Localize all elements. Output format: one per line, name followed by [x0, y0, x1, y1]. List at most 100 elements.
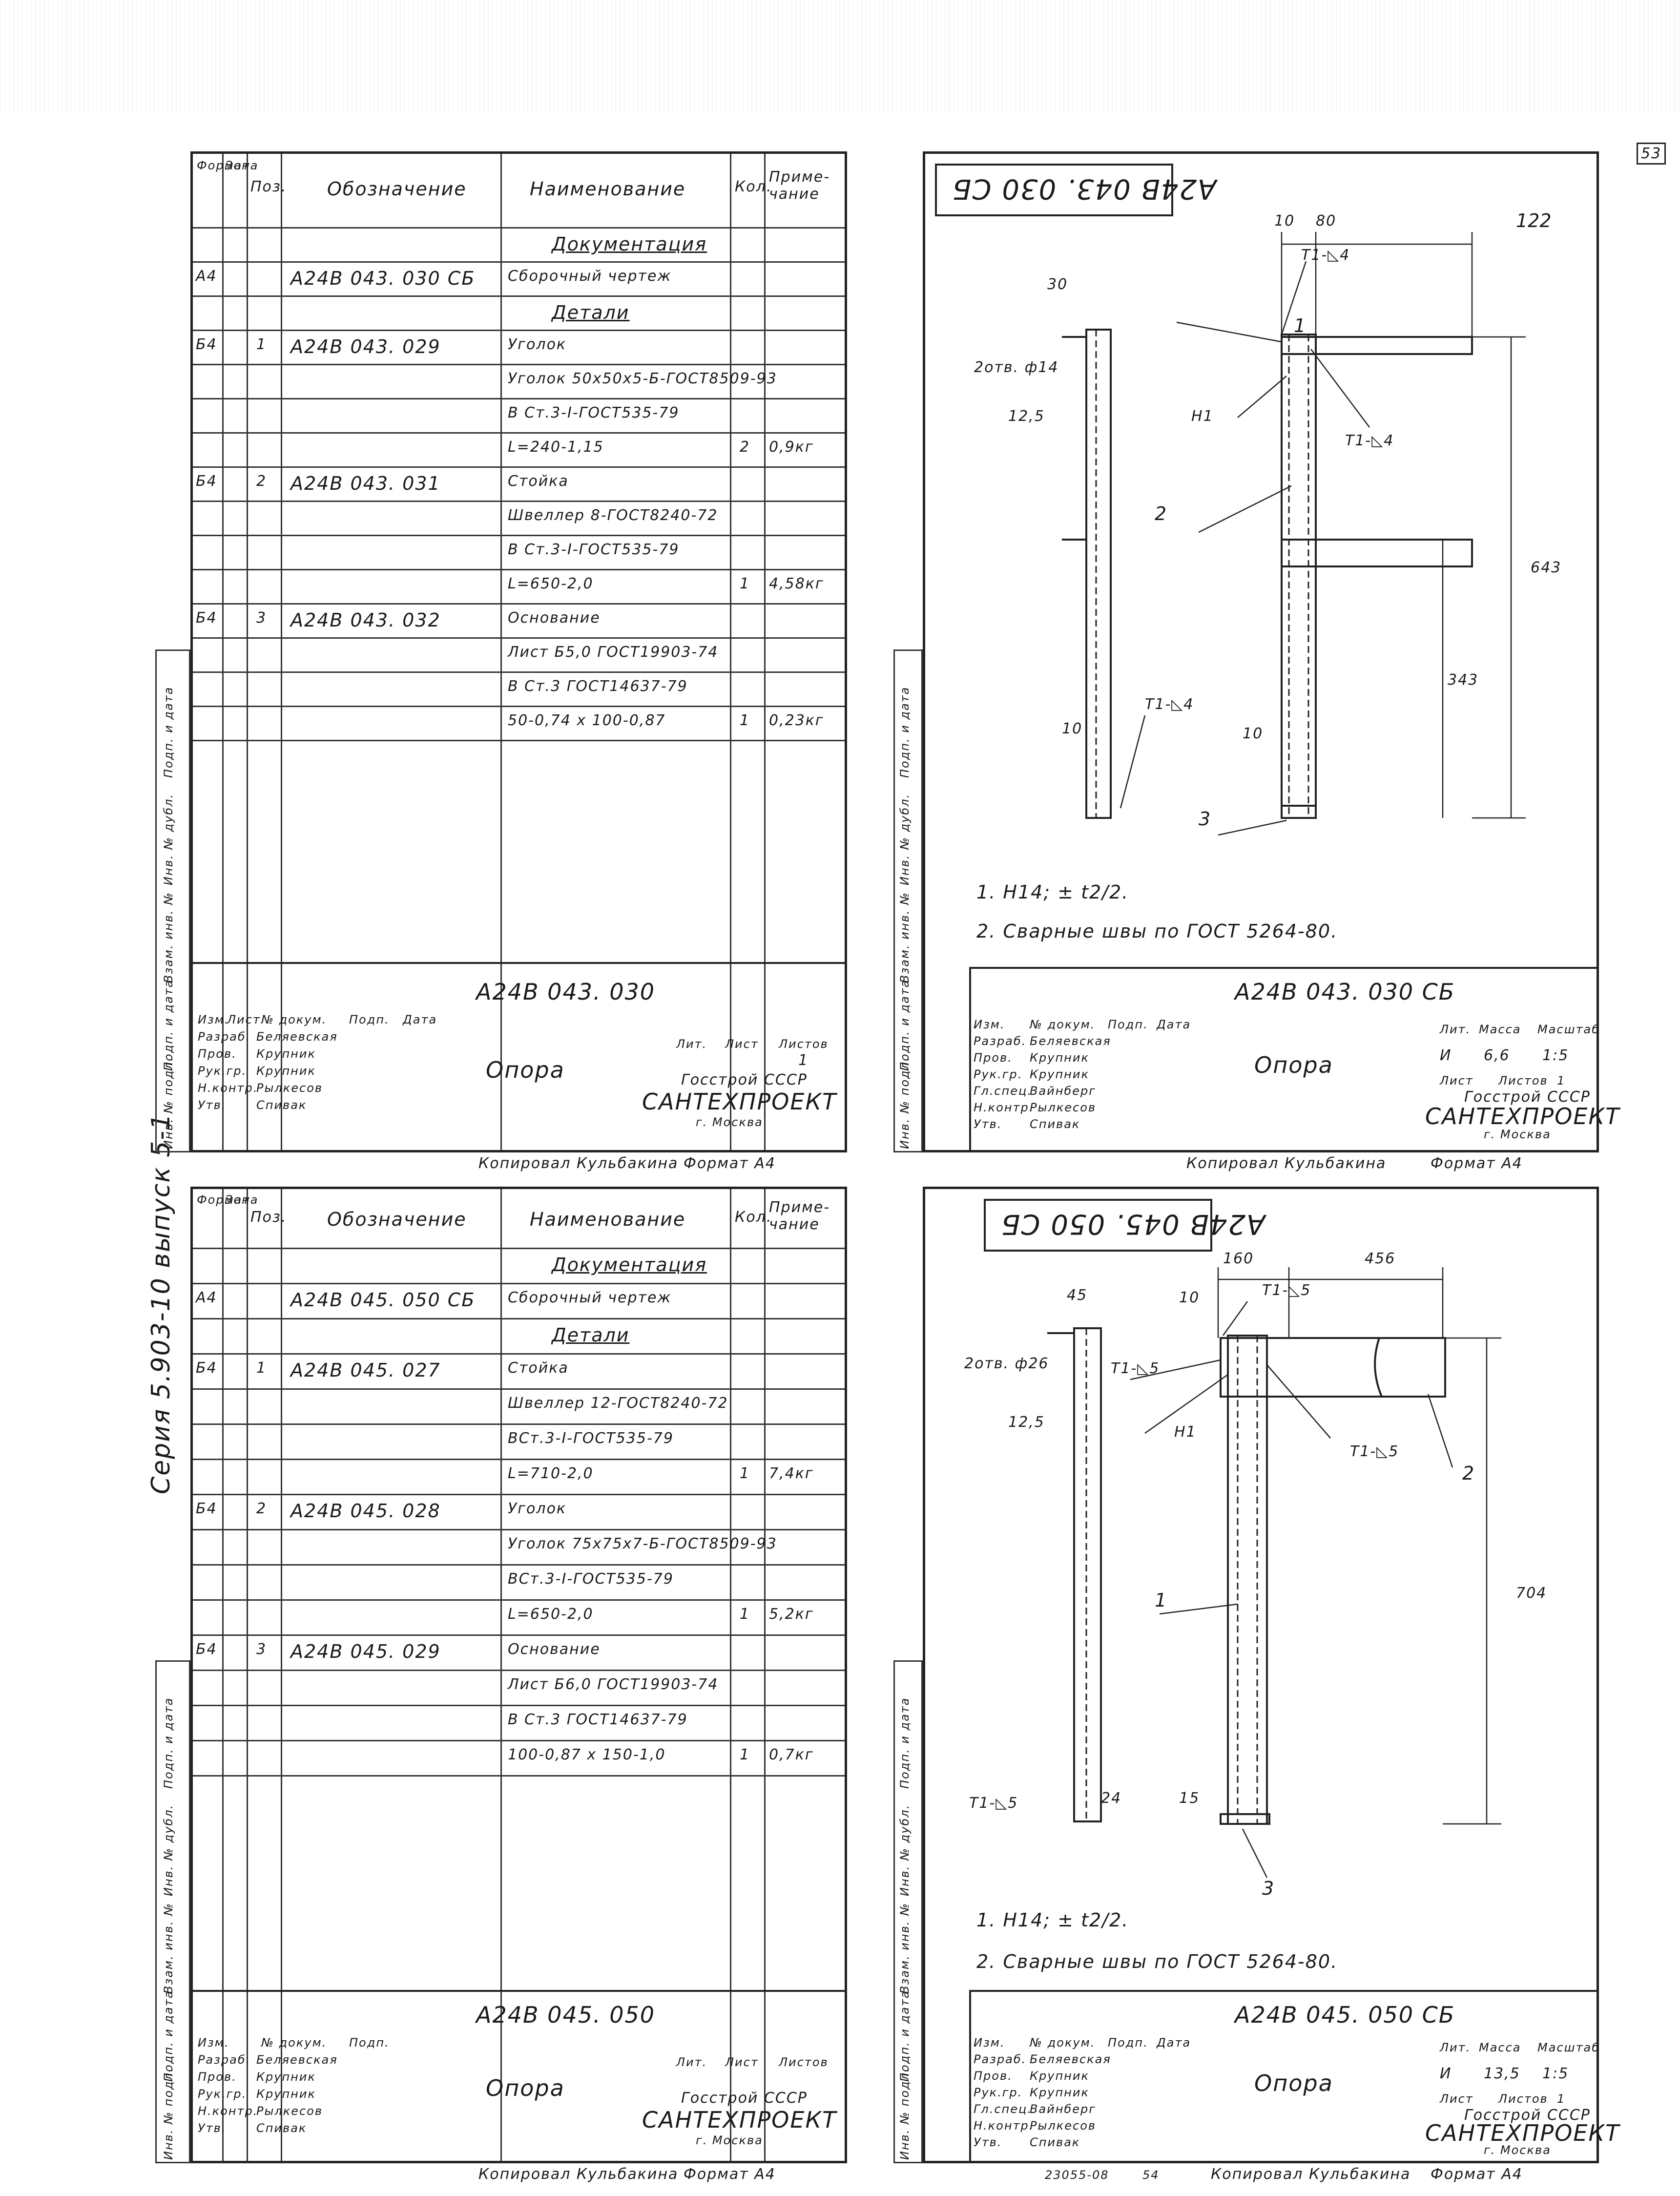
dim-15: 15 — [1179, 1790, 1200, 1807]
weld-mark: Т1-◺4 — [1301, 247, 1350, 264]
header-note: Приме-чание — [769, 168, 830, 203]
spec-name-cell: Основание — [508, 609, 601, 627]
dim-10: 10 — [1243, 725, 1264, 742]
drawing-signers-bottom: Изм. № докум. Подп. Дата Разраб. Беляевс… — [971, 2036, 1201, 2173]
dim-704: 704 — [1516, 1585, 1547, 1602]
strip-label: Подп. и дата — [162, 1697, 175, 1789]
dim-643: 643 — [1531, 559, 1562, 576]
label-sign: Подп. — [1108, 2036, 1148, 2050]
rotated-title-box: А24В 043. 030 СБ — [935, 164, 1216, 216]
spec-name-cell: L=710-2,0 — [508, 1465, 594, 1482]
spec-name-cell: Лист Б5,0 ГОСТ19903-74 — [508, 644, 719, 661]
spec-row: В Ст.3 ГОСТ14637-79 — [193, 671, 845, 707]
spec-qty: 1 — [740, 575, 750, 592]
signer-role: Утв. — [198, 2121, 227, 2135]
strip-label: Подп. и дата — [162, 686, 175, 778]
org-1: Госстрой СССР — [681, 1071, 808, 1088]
spec-name-cell: Уголок — [508, 1500, 567, 1517]
spec-note: 7,4кг — [769, 1465, 814, 1482]
label-doc: № докум. — [261, 1013, 327, 1026]
spec-code: А24В 045. 050 — [476, 2002, 656, 2028]
rotated-title-box: А24В 045. 050 СБ — [984, 1199, 1265, 1252]
header-format: Формат — [197, 159, 250, 172]
dim-hole: 2отв. ф26 — [964, 1355, 1049, 1372]
sheets-value: 1 — [798, 1052, 809, 1069]
header-qty: Кол. — [735, 1209, 772, 1226]
dim-24: 24 — [1101, 1790, 1122, 1807]
spec-designation: А24В 043. 030 СБ — [290, 268, 476, 289]
label-sheet: Лист — [725, 2055, 759, 2069]
format-drawing-top: Формат А4 — [1431, 1155, 1523, 1172]
note-1: 1. Н14; ± t2/2. — [976, 881, 1129, 903]
spec-name-cell: Документация — [552, 233, 707, 255]
signer-role: Гл.спец. — [974, 2102, 1032, 2116]
header-name: Наименование — [530, 178, 686, 200]
spec-format: А4 — [196, 1289, 217, 1306]
spec-code: А24В 043. 030 — [476, 979, 656, 1005]
spec-name-cell: В Ст.3-I-ГОСТ535-79 — [508, 404, 680, 421]
drawing-signers-top: Изм. № докум. Подп. Дата Разраб. Беляевс… — [971, 1018, 1201, 1154]
signer-name: Вайнберг — [1030, 1084, 1096, 1098]
spec-name-cell: Швеллер 12-ГОСТ8240-72 — [508, 1395, 728, 1412]
label-doc: № докум. — [1030, 1018, 1096, 1031]
side-strip-drawing-top: Подп. и дата Инв. № дубл. Взам. инв. № П… — [893, 649, 923, 1152]
spec-name-cell: Стойка — [508, 473, 569, 490]
signer-name: Рылкесов — [1030, 1101, 1097, 1114]
signer-name: Беляевская — [1030, 2052, 1111, 2066]
signer-name: Рылкесов — [256, 1081, 323, 1095]
label-sign: Подп. — [349, 1013, 390, 1026]
header-zone: Зона — [225, 1193, 259, 1207]
label-stage: Лит. — [676, 2055, 707, 2069]
spec-qty: 2 — [740, 439, 750, 456]
spec-name-cell: Детали — [552, 302, 630, 323]
spec-row: Лист Б6,0 ГОСТ19903-74 — [193, 1670, 845, 1706]
spec-name-cell: 100-0,87 х 150-1,0 — [508, 1746, 666, 1763]
spec-row: Детали — [193, 295, 845, 331]
spec-format: Б4 — [196, 1500, 217, 1517]
label-list: Лист — [227, 1013, 261, 1026]
label-mass: Масса — [1479, 1023, 1521, 1036]
spec-name-cell: ВСт.3-I-ГОСТ535-79 — [508, 1570, 674, 1588]
signer-name: Спивак — [256, 1098, 307, 1112]
callout-1: 1 — [1294, 315, 1307, 336]
dim-hole: 2отв. ф14 — [974, 359, 1059, 376]
spec-format: А4 — [196, 268, 217, 285]
dim-456: 456 — [1365, 1250, 1396, 1267]
spec-name-cell: ВСт.3-I-ГОСТ535-79 — [508, 1430, 674, 1447]
strip-label: Инв. № подл. — [162, 1056, 175, 1149]
side-strip-drawing-bottom: Подп. и дата Инв. № дубл. Взам. инв. № П… — [893, 1660, 923, 2163]
signer-name: Крупник — [256, 2087, 316, 2101]
signer-role: Н.контр. — [198, 2104, 258, 2118]
spec-name: Опора — [486, 1057, 565, 1083]
stage-value: И — [1440, 1047, 1452, 1064]
page-number: 53 — [1637, 143, 1666, 165]
footer-sheet: 54 — [1142, 2168, 1160, 2182]
signer-role: Н.контр. — [974, 1101, 1034, 1114]
signer-name: Спивак — [1030, 2135, 1080, 2149]
scale-value: 1:5 — [1542, 1047, 1569, 1064]
weld-mark: Т1-◺5 — [1111, 1360, 1160, 1377]
spec-name-cell: 50-0,74 х 100-0,87 — [508, 712, 666, 729]
dim-10: 10 — [1274, 212, 1295, 230]
spec-pos: 3 — [256, 1641, 267, 1658]
spec-name-cell: Сборочный чертеж — [508, 268, 672, 285]
weld-mark: Т1-◺4 — [1345, 432, 1394, 449]
spec-format: Б4 — [196, 1641, 217, 1658]
signer-role: Н.контр. — [198, 1081, 258, 1095]
dim-12-5: 12,5 — [1008, 1414, 1045, 1431]
org-2: САНТЕХПРОЕКТ — [1425, 2120, 1620, 2146]
signer-role: Рук.гр. — [198, 2087, 247, 2101]
label-stage: Лит. — [676, 1037, 707, 1051]
spec-pos: 1 — [256, 336, 267, 353]
signer-role: Разраб. — [974, 2052, 1027, 2066]
callout-3: 3 — [1262, 1878, 1275, 1899]
spec-name-cell: L=650-2,0 — [508, 575, 594, 592]
spec-name-cell: Уголок — [508, 336, 567, 353]
label-izm: Изм. — [974, 1018, 1005, 1031]
spec-name-cell: Детали — [552, 1324, 630, 1346]
spec-name-cell: L=650-2,0 — [508, 1606, 594, 1623]
